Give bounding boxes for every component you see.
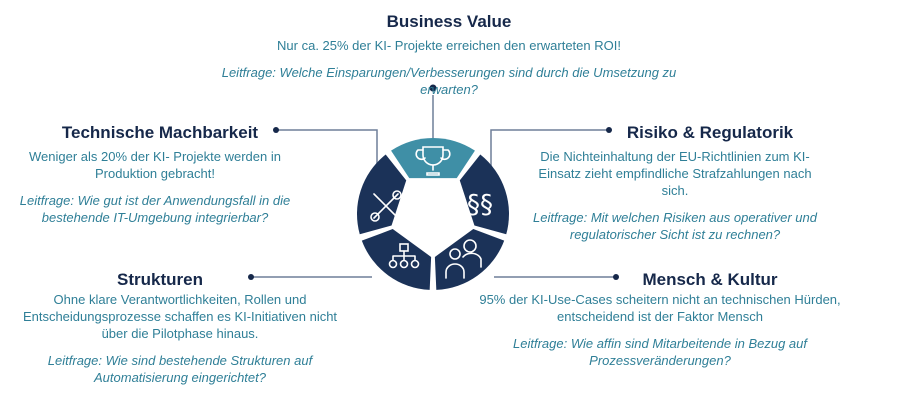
org-chart-icon — [388, 243, 420, 269]
trophy-icon — [415, 146, 451, 176]
dot-risiko — [606, 127, 612, 133]
tools-icon — [370, 190, 402, 222]
people-icon — [445, 239, 482, 279]
section-question: Leitfrage: Wie gut ist der Anwendungsfal… — [19, 193, 291, 225]
paragraph-icon: §§ — [467, 190, 493, 220]
connector-risiko — [490, 129, 608, 178]
section-question: Leitfrage: Mit welchen Risiken aus opera… — [533, 210, 817, 242]
wheel-segment-strukturen — [361, 229, 432, 290]
section-title: Technische Machbarkeit — [61, 123, 259, 142]
connector-technik — [277, 129, 378, 178]
wheel-segment-technik — [357, 154, 407, 235]
section-text: Nur ca. 25% der KI- Projekte erreichen d… — [277, 38, 621, 53]
section-risiko-regulatorik: Risiko & Regulatorik Die Nichteinhaltung… — [525, 122, 825, 243]
section-title: Business Value — [386, 12, 512, 31]
wheel-segment-mensch — [434, 229, 505, 290]
dot-business — [429, 84, 437, 92]
section-text: Die Nichteinhaltung der EU-Richtlinien z… — [538, 149, 812, 198]
section-question: Leitfrage: Welche Einsparungen/Verbesser… — [221, 65, 677, 97]
section-title: Strukturen — [117, 270, 203, 289]
section-text: 95% der KI-Use-Cases scheitern nicht an … — [479, 292, 841, 324]
section-business-value: Business Value Nur ca. 25% der KI- Proje… — [200, 11, 698, 98]
section-text: Weniger als 20% der KI- Projekte werden … — [29, 149, 281, 181]
wheel-segment-risiko — [459, 154, 509, 235]
section-strukturen: Strukturen Ohne klare Verantwortlichkeit… — [10, 269, 350, 386]
wheel-segment-business — [391, 138, 475, 179]
section-question: Leitfrage: Wie sind bestehende Strukture… — [47, 353, 313, 385]
dot-technik — [273, 127, 279, 133]
section-title: Mensch & Kultur — [642, 270, 778, 289]
dot-strukturen — [248, 274, 254, 280]
dot-mensch — [613, 274, 619, 280]
section-mensch-kultur: Mensch & Kultur 95% der KI-Use-Cases sch… — [460, 269, 860, 369]
section-title: Risiko & Regulatorik — [626, 123, 794, 142]
section-technische-machbarkeit: Technische Machbarkeit Weniger als 20% d… — [5, 122, 305, 226]
section-question: Leitfrage: Wie affin sind Mitarbeitende … — [513, 336, 807, 368]
section-text: Ohne klare Verantwortlichkeiten, Rollen … — [22, 292, 338, 341]
